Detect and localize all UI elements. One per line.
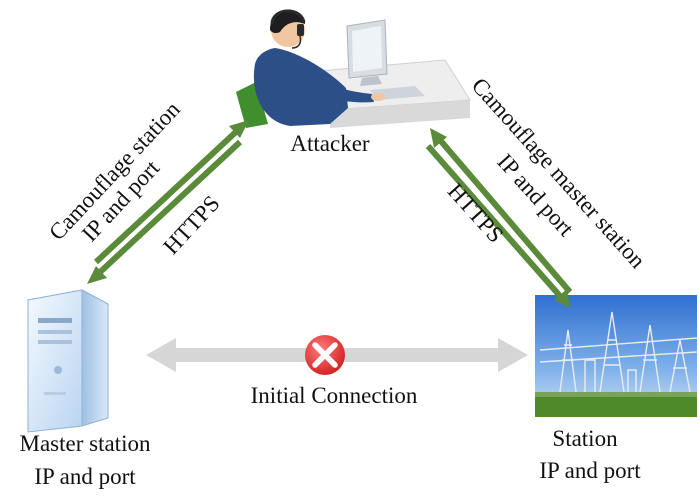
attacker-label: Attacker [290, 131, 370, 156]
arrow-attacker-to-station [425, 144, 570, 308]
left-protocol-label: HTTPS [158, 191, 224, 259]
arrow-master-to-attacker [93, 120, 249, 265]
server-icon [26, 289, 110, 433]
station-ip-label: IP and port [539, 458, 641, 483]
right-link-arrows [425, 128, 573, 308]
initial-connection-label: Initial Connection [250, 383, 418, 408]
left-link-arrows [87, 120, 249, 284]
substation-photo [535, 295, 698, 417]
arrow-attacker-to-master [87, 139, 243, 284]
master-station-label: Master station [19, 431, 151, 456]
station-label: Station [552, 426, 618, 451]
arrow-station-to-attacker [430, 128, 573, 294]
blocked-x-icon [305, 335, 345, 375]
right-edge-labels: Camouflage master station IP and port HT… [443, 73, 651, 273]
attacker-illustration [236, 9, 471, 128]
master-station-ip-label: IP and port [34, 464, 136, 489]
